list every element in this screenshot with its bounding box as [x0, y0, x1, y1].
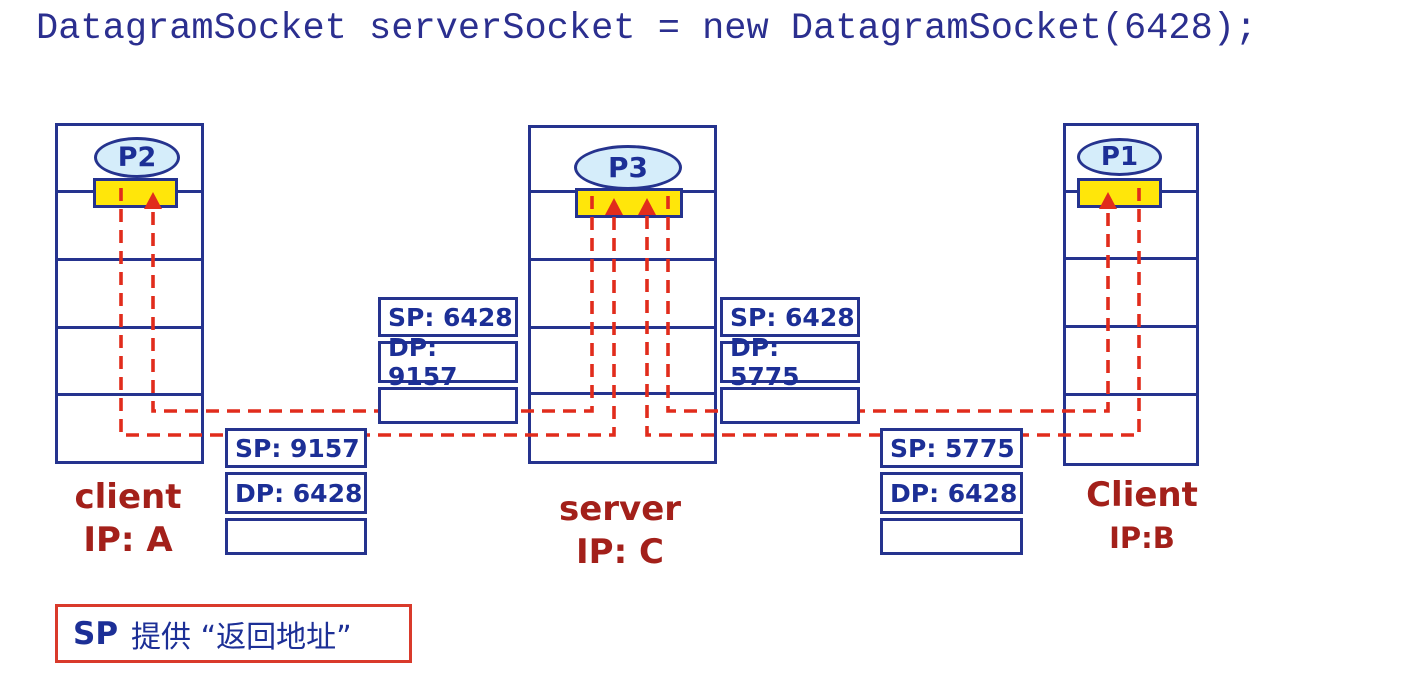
process-label: P2: [117, 142, 157, 173]
packet-box-server-to-a: SP: 6428 DP: 9157: [378, 297, 518, 424]
dest-port-field: DP: 5775: [720, 333, 860, 391]
stack-layer-divider: [55, 393, 204, 396]
payload-field: [225, 518, 367, 555]
host-ip: IP:B: [1109, 521, 1175, 555]
packet-box-b-to-server: SP: 5775 DP: 6428: [880, 428, 1023, 555]
process-label: P1: [1100, 142, 1139, 172]
host-ip: IP: A: [83, 520, 173, 560]
stack-layer-divider: [1063, 393, 1199, 396]
stack-layer-divider: [1063, 325, 1199, 328]
host-label-server-c: server IP: C: [520, 488, 720, 574]
host-role: client: [74, 477, 182, 517]
socket-client-b: [1077, 178, 1162, 208]
java-code-line: DatagramSocket serverSocket = new Datagr…: [36, 8, 1258, 50]
payload-field: [880, 518, 1023, 555]
source-port-field: SP: 6428: [378, 297, 518, 337]
source-port-field: SP: 9157: [225, 428, 367, 468]
process-ellipse-p3: P3: [574, 145, 682, 190]
stack-layer-divider: [55, 326, 204, 329]
stack-layer-divider: [528, 258, 717, 261]
socket-client-a: [93, 178, 178, 208]
host-label-client-b: Client IP:B: [1052, 474, 1232, 560]
payload-field: [378, 387, 518, 424]
process-label: P3: [607, 151, 648, 184]
source-port-field: SP: 5775: [880, 428, 1023, 468]
packet-box-server-to-b: SP: 6428 DP: 5775: [720, 297, 860, 424]
stack-layer-divider: [528, 392, 717, 395]
note-text: 提供 “返回地址”: [131, 619, 352, 655]
dest-port-field: DP: 9157: [378, 333, 518, 391]
packet-path-server-to-a: [151, 196, 594, 413]
stack-layer-divider: [1063, 257, 1199, 260]
host-ip: IP: C: [576, 532, 664, 572]
packet-box-a-to-server: SP: 9157 DP: 6428: [225, 428, 367, 555]
dest-port-field: DP: 6428: [225, 472, 367, 514]
process-ellipse-p1: P1: [1077, 138, 1162, 176]
host-role: server: [558, 489, 682, 529]
source-port-field: SP: 6428: [720, 297, 860, 337]
host-role: Client: [1086, 475, 1198, 515]
dest-port-field: DP: 6428: [880, 472, 1023, 514]
note-sp-label: SP: [73, 615, 119, 652]
process-ellipse-p2: P2: [94, 137, 180, 178]
stack-layer-divider: [55, 258, 204, 261]
sp-return-address-note: SP 提供 “返回地址”: [55, 604, 412, 663]
socket-server-c: [575, 188, 683, 218]
payload-field: [720, 387, 860, 424]
stack-layer-divider: [528, 326, 717, 329]
host-label-client-a: client IP: A: [48, 476, 208, 562]
